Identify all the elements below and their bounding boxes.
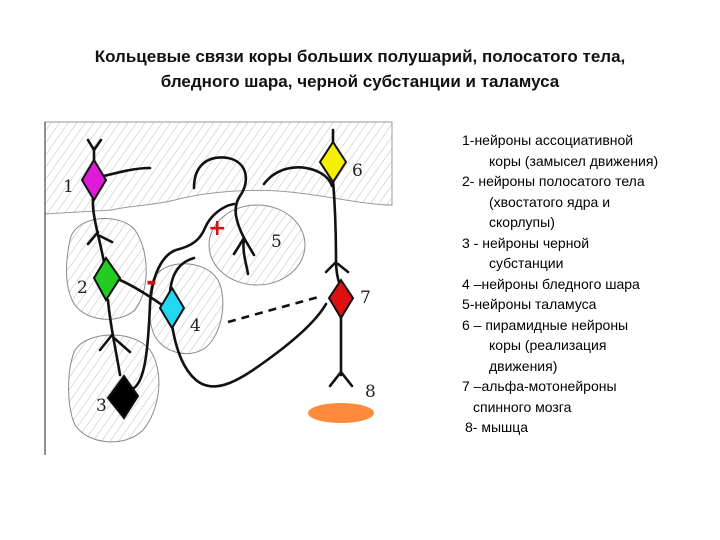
legend-line: субстанции bbox=[489, 255, 564, 271]
axon-paths bbox=[86, 128, 354, 390]
title-line-2: бледного шара, черной субстанции и талам… bbox=[160, 72, 560, 91]
neuron-6-pyramidal bbox=[318, 140, 348, 184]
legend-line: 4 –нейроны бледного шара bbox=[462, 275, 640, 292]
page-title: Кольцевые связи коры больших полушарий, … bbox=[0, 44, 720, 94]
neuron-1-associative bbox=[80, 158, 108, 202]
inhibitory-sign: - bbox=[146, 267, 157, 297]
legend-line: 1-нейроны ассоциативной bbox=[462, 132, 634, 148]
neuron-3-substantia-nigra bbox=[106, 374, 140, 420]
legend-line: (хвостатого ядра и bbox=[489, 193, 611, 210]
legend-line: 3 - нейроны черной bbox=[462, 234, 590, 251]
label-4: 4 bbox=[190, 316, 201, 336]
label-6: 6 bbox=[352, 161, 363, 181]
legend-line: 5-нейроны таламуса bbox=[462, 296, 597, 312]
legend-line: коры (реализация bbox=[489, 337, 607, 353]
legend-line: 6 – пирамидные нейроны bbox=[462, 316, 629, 333]
cortex-region bbox=[44, 121, 393, 215]
label-7: 7 bbox=[360, 288, 371, 308]
legend-line: 2- нейроны полосатого тела bbox=[462, 173, 645, 189]
globus-pallidus-region bbox=[148, 263, 224, 355]
legend: 1-нейроны ассоциативной коры (замысел дв… bbox=[462, 130, 712, 438]
label-8: 8 bbox=[365, 382, 376, 402]
legend-line: скорлупы) bbox=[489, 214, 555, 230]
legend-line: спинного мозга bbox=[473, 398, 572, 415]
neuron-2-striatum bbox=[92, 256, 122, 302]
title-line-1: Кольцевые связи коры больших полушарий, … bbox=[94, 47, 626, 66]
label-2: 2 bbox=[77, 278, 88, 298]
label-1: 1 bbox=[63, 177, 74, 197]
thalamus-region bbox=[208, 204, 306, 286]
legend-line: коры (замысел движения) bbox=[489, 152, 659, 169]
legend-line: 8- мышца bbox=[465, 419, 529, 435]
neuron-7-motoneuron bbox=[327, 278, 355, 320]
muscle-8 bbox=[308, 403, 374, 423]
dashed-pathway bbox=[227, 294, 323, 324]
label-5: 5 bbox=[271, 232, 282, 252]
excitatory-sign: + bbox=[208, 216, 226, 241]
neuron-4-globus-pallidus bbox=[158, 286, 186, 330]
label-3: 3 bbox=[96, 396, 107, 416]
legend-line: движения) bbox=[489, 357, 558, 374]
legend-line: 7 –альфа-мотонейроны bbox=[462, 378, 617, 394]
